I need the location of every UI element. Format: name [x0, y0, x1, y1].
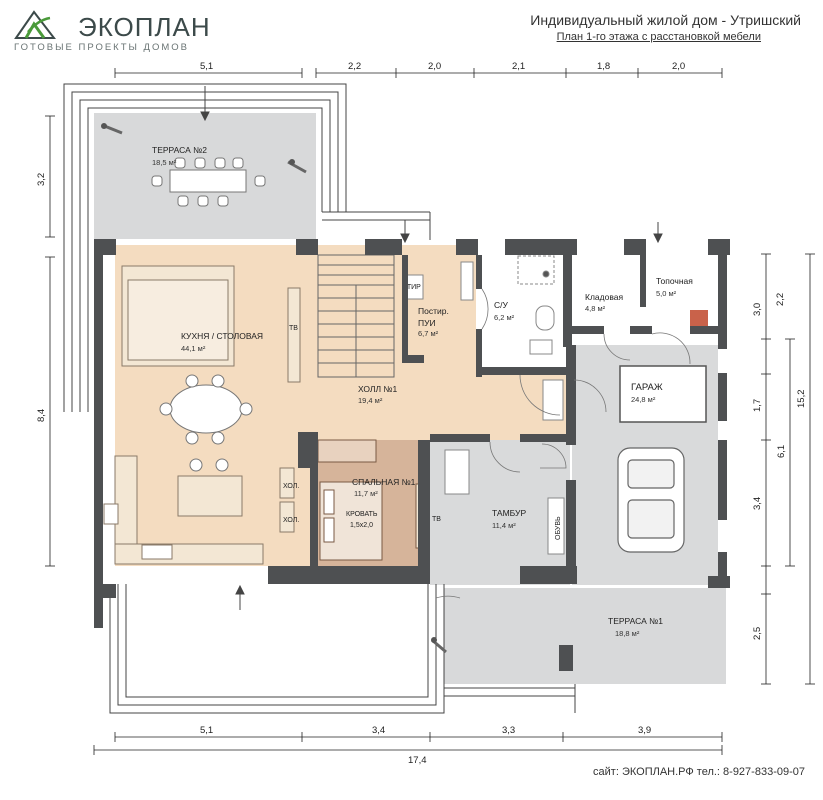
dim-top-b2: 2,0 — [428, 61, 441, 72]
room-name-terrace1: ТЕРРАСА №1 — [608, 616, 663, 626]
fridge-label-2: ХОЛ. — [283, 517, 299, 524]
brand-tagline: ГОТОВЫЕ ПРОЕКТЫ ДОМОВ — [14, 42, 190, 53]
plan-subtitle: План 1-го этажа с расстановкой мебели — [556, 31, 761, 43]
room-area-garage: 24,8 м² — [631, 395, 656, 404]
dim-top-b3: 2,1 — [512, 61, 525, 72]
room-name-bedroom: СПАЛЬНАЯ №1 — [352, 477, 416, 487]
walls — [94, 239, 730, 671]
dim-bottom-3: 3,3 — [502, 725, 515, 736]
stairs — [317, 254, 395, 378]
room-name-terrace2: ТЕРРАСА №2 — [152, 145, 207, 155]
door-swings — [435, 288, 691, 599]
room-name-boiler: Топочная — [656, 276, 693, 286]
dim-right-total: 15,2 — [796, 390, 807, 409]
footer-contacts: сайт: ЭКОПЛАН.РФ тел.: 8-927-833-09-07 — [593, 766, 805, 778]
room-name-wc: С/У — [494, 300, 509, 310]
dim-bottom-4: 3,9 — [638, 725, 651, 736]
room-name-laundry: Постир. — [418, 306, 449, 316]
boiler-unit — [690, 310, 708, 328]
dim-left-2: 8,4 — [36, 409, 47, 422]
room-name-kitchen: КУХНЯ / СТОЛОВАЯ — [181, 331, 263, 341]
room-area-terrace2: 18,5 м² — [152, 158, 177, 167]
logo-icon — [14, 10, 56, 39]
fridge-label-1: ХОЛ. — [283, 483, 299, 490]
room-name-laundry-2: ПУИ — [418, 318, 436, 328]
entrance-arrows — [200, 86, 663, 610]
dim-right-3: 1,7 — [752, 399, 763, 412]
dim-bottom-1: 5,1 — [200, 725, 213, 736]
dim-left-1: 3,2 — [36, 173, 47, 186]
dim-bottom-total: 17,4 — [408, 755, 427, 766]
dim-right-2: 3,0 — [752, 303, 763, 316]
room-area-storage: 4,8 м² — [585, 304, 606, 313]
dim-top-b5: 2,0 — [672, 61, 685, 72]
room-name-storage: Кладовая — [585, 292, 623, 302]
dim-bottom-2: 3,4 — [372, 725, 385, 736]
terrace-2 — [63, 83, 431, 412]
dimension-lines — [45, 68, 815, 755]
room-area-kitchen: 44,1 м² — [181, 344, 206, 353]
room-name-tambur: ТАМБУР — [492, 508, 526, 518]
bedroom-furniture — [317, 439, 429, 561]
room-area-tambur: 11,4 м² — [492, 521, 516, 530]
room-area-terrace1: 18,8 м² — [615, 629, 640, 638]
dim-right-4: 3,4 — [752, 497, 763, 510]
tambur-furniture — [444, 379, 565, 555]
room-area-laundry: 6,7 м² — [418, 329, 439, 338]
dim-right-5: 2,5 — [752, 627, 763, 640]
room-name-garage: ГАРАЖ — [631, 382, 663, 393]
dim-top-b4: 1,8 — [597, 61, 610, 72]
terrace-1 — [109, 584, 726, 714]
room-area-boiler: 5,0 м² — [656, 289, 677, 298]
washer-label: СТИР — [402, 284, 421, 291]
tv-bedroom-label: ТВ — [432, 516, 441, 523]
kitchen-furniture — [103, 265, 301, 565]
brand-name: ЭКОПЛАН — [78, 12, 211, 42]
dim-top-a: 5,1 — [200, 61, 213, 72]
bed-label: КРОВАТЬ — [346, 511, 378, 518]
garage-car — [617, 447, 685, 553]
room-area-hall: 19,4 м² — [358, 396, 383, 405]
room-area-wc: 6,2 м² — [494, 313, 515, 322]
shoes-label: ОБУВЬ — [555, 516, 562, 540]
bed-size-label: 1,5х2,0 — [350, 522, 373, 529]
tv-kitchen-label: ТВ — [289, 325, 298, 332]
garage-shelf — [619, 365, 707, 423]
project-title: Индивидуальный жилой дом - Утришский — [530, 12, 801, 28]
dim-right-1: 2,2 — [775, 293, 786, 306]
dim-right-mid: 6,1 — [776, 445, 787, 458]
room-area-bedroom: 11,7 м² — [354, 489, 378, 498]
laundry-furniture — [402, 255, 555, 355]
dim-top-b1: 2,2 — [348, 61, 361, 72]
room-name-hall: ХОЛЛ №1 — [358, 384, 398, 394]
